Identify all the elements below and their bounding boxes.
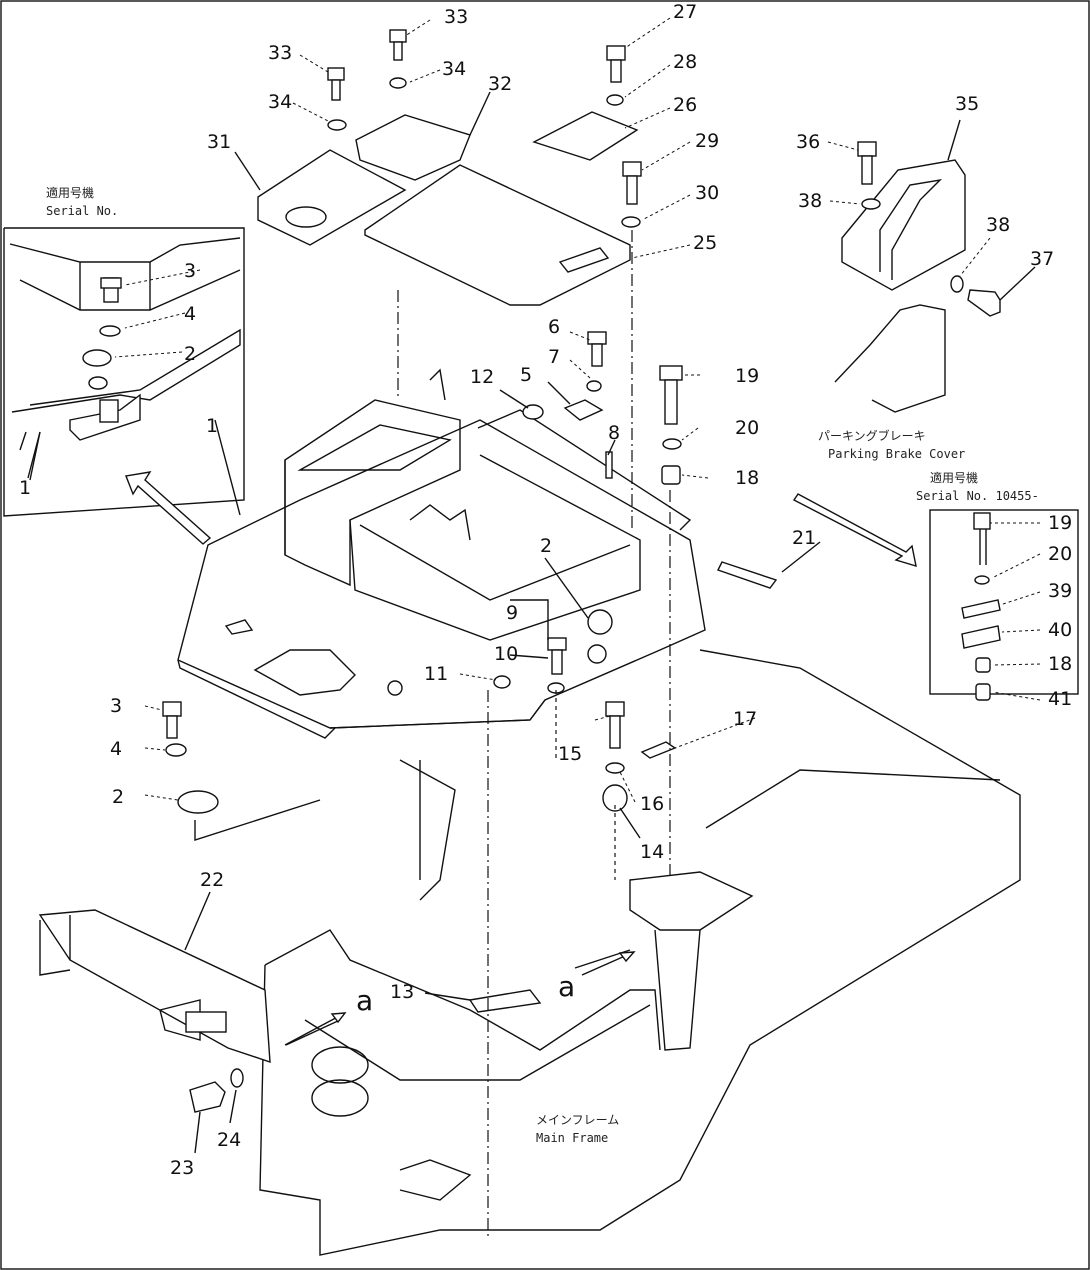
inset-left-note-1: 適用号機 [46, 185, 94, 200]
label-25: 25 [693, 232, 717, 254]
inset-left-note-2: Serial No. [46, 204, 118, 218]
label-40: 40 [1048, 619, 1072, 641]
label-8: 8 [608, 422, 620, 444]
label-19-b: 19 [1048, 512, 1072, 534]
label-38-a: 38 [798, 190, 822, 212]
label-31: 31 [207, 131, 231, 153]
label-16: 16 [640, 793, 664, 815]
label-27: 27 [673, 1, 697, 23]
label-14: 14 [640, 841, 664, 863]
label-39: 39 [1048, 580, 1072, 602]
rear-frame-22 [38, 909, 271, 1063]
label-1-inset: 1 [19, 477, 31, 499]
label-19-a: 19 [735, 365, 759, 387]
label-34-left: 34 [268, 91, 292, 113]
label-2-inset: 2 [184, 343, 196, 365]
label-35: 35 [955, 93, 979, 115]
view-marker-right: a [558, 970, 575, 1003]
inset-right-note-2: Serial No. 10455- [916, 489, 1039, 503]
label-30: 30 [695, 182, 719, 204]
label-17: 17 [733, 708, 757, 730]
label-33-top: 33 [444, 6, 468, 28]
label-4-inset: 4 [184, 303, 196, 325]
label-34-top: 34 [442, 58, 466, 80]
label-9: 9 [506, 602, 518, 624]
label-22: 22 [200, 869, 224, 891]
cover-32 [355, 114, 471, 181]
fasteners [162, 29, 1001, 1113]
label-28: 28 [673, 51, 697, 73]
arrow-to-right-inset [792, 493, 917, 568]
cover-31 [257, 149, 407, 246]
label-18-b: 18 [1048, 653, 1072, 675]
label-2-lower: 2 [112, 786, 124, 808]
label-38-b: 38 [986, 214, 1010, 236]
label-2: 2 [540, 535, 552, 557]
view-a-arrows [284, 951, 636, 1046]
part-labels: 33 34 33 34 32 31 27 28 26 29 30 25 35 3… [19, 1, 1072, 1179]
label-32: 32 [488, 73, 512, 95]
label-10: 10 [494, 643, 518, 665]
label-37: 37 [1030, 248, 1054, 270]
brake-caption-2: Parking Brake Cover [828, 447, 965, 461]
top-covers [257, 111, 639, 306]
main-frame: メインフレーム Main Frame [259, 649, 1021, 1256]
label-12: 12 [470, 366, 494, 388]
leader-lines [29, 17, 1041, 1154]
label-33-left: 33 [268, 42, 292, 64]
label-20-a: 20 [735, 417, 759, 439]
console-box [284, 368, 692, 641]
label-41: 41 [1048, 688, 1072, 710]
label-11: 11 [424, 663, 448, 685]
label-6: 6 [548, 316, 560, 338]
frame-caption-2: Main Frame [536, 1131, 608, 1145]
view-marker-left: a [356, 984, 373, 1017]
label-7: 7 [548, 346, 560, 368]
arrow-to-left-inset [125, 471, 212, 545]
inset-right-note-1: 適用号機 [930, 470, 978, 485]
cover-25 [364, 164, 631, 306]
label-5: 5 [520, 364, 532, 386]
label-20-b: 20 [1048, 543, 1072, 565]
floor-plate [177, 419, 706, 739]
cover-26 [532, 111, 639, 161]
plate-13 [468, 989, 542, 1013]
label-18-a: 18 [735, 467, 759, 489]
parking-brake-cover: パーキングブレーキ Parking Brake Cover [818, 159, 966, 461]
label-21: 21 [792, 527, 816, 549]
label-26: 26 [673, 94, 697, 116]
left-inset: 適用号機 Serial No. [3, 185, 245, 517]
label-23: 23 [170, 1157, 194, 1179]
label-15: 15 [558, 743, 582, 765]
label-36: 36 [796, 131, 820, 153]
label-3: 3 [110, 695, 122, 717]
label-13: 13 [390, 981, 414, 1003]
frame-caption-1: メインフレーム [536, 1113, 619, 1127]
label-4: 4 [110, 738, 122, 760]
label-29: 29 [695, 130, 719, 152]
label-24: 24 [217, 1129, 241, 1151]
label-1: 1 [206, 415, 218, 437]
brake-caption-1: パーキングブレーキ [818, 428, 926, 443]
label-3-inset: 3 [184, 260, 196, 282]
